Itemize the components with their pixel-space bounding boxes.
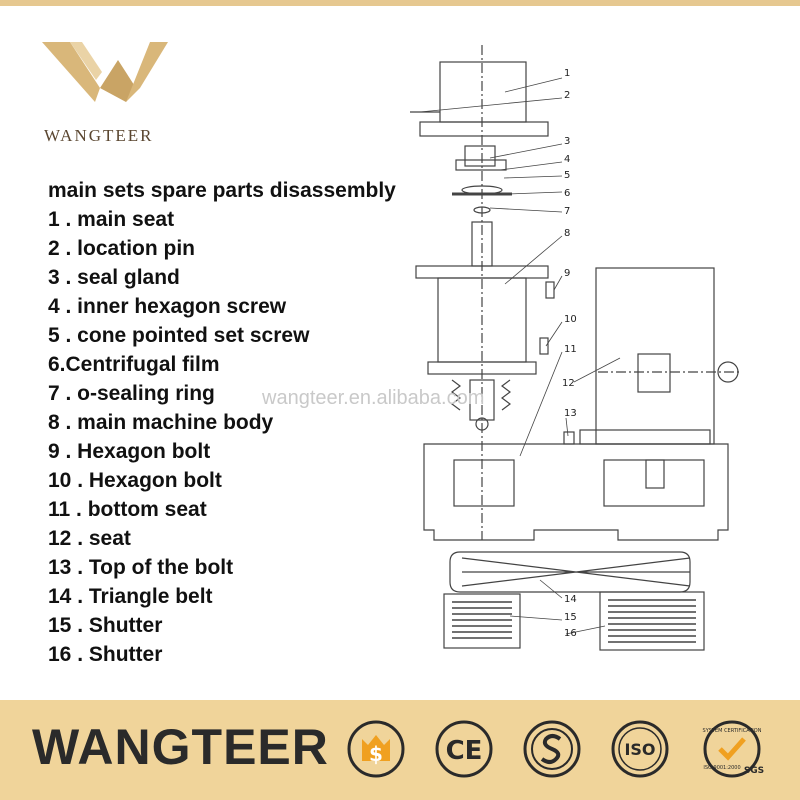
callout-5: 5 (564, 170, 570, 181)
machine-diagram: 1 2 3 4 5 6 7 8 9 10 11 12 13 14 15 16 (410, 45, 740, 651)
main-seat-shape (439, 61, 527, 123)
part-item: 16 . Shutter (48, 643, 163, 666)
iso-mark-icon: ISO (611, 720, 669, 778)
sgs-certification-icon: SYSTEM CERTIFICATION ISO 9001:2000 SGS (703, 720, 764, 778)
hexagon-bolt-10 (539, 337, 549, 355)
part-item: 7 . o-sealing ring (48, 382, 215, 405)
callout-9: 9 (564, 268, 570, 279)
spring-left (451, 379, 461, 411)
ce-label: CE (446, 736, 483, 766)
spring-right (501, 379, 511, 411)
sgs-bottom-label: ISO 9001:2000 (703, 765, 740, 771)
svg-text:$: $ (369, 742, 383, 766)
callout-7: 7 (564, 206, 570, 217)
callout-12: 12 (562, 378, 575, 389)
callout-8: 8 (564, 228, 570, 239)
part-item: 2 . location pin (48, 237, 196, 260)
part-item: 14 . Triangle belt (48, 585, 213, 608)
shutter-16-shape (599, 591, 705, 651)
callout-4: 4 (564, 154, 570, 165)
part-item: 12 . seat (48, 527, 131, 550)
logo-wordmark: WANGTEER (44, 126, 154, 145)
motor-seat-shape (595, 267, 715, 445)
callout-16: 16 (564, 628, 577, 639)
callout-11: 11 (564, 344, 577, 355)
parts-list-title: main sets spare parts disassembly (48, 179, 396, 202)
iso-label: ISO (624, 740, 655, 759)
top-of-bolt-13 (563, 431, 575, 445)
part-item: 9 . Hexagon bolt (48, 440, 211, 463)
callout-13: 13 (564, 408, 577, 419)
callout-6: 6 (564, 188, 570, 199)
callout-1: 1 (564, 68, 570, 79)
part-item: 3 . seal gland (48, 266, 180, 289)
hexagon-bolt-9 (545, 281, 555, 299)
callout-10: 10 (564, 314, 577, 325)
part-item: 15 . Shutter (48, 614, 163, 637)
part-item: 10 . Hexagon bolt (48, 469, 222, 492)
ce-mark-icon: CE (435, 720, 493, 778)
part-item: 8 . main machine body (48, 411, 274, 434)
callout-14: 14 (564, 594, 577, 605)
part-item: 5 . cone pointed set screw (48, 324, 310, 347)
parts-list: main sets spare parts disassembly 1 . ma… (48, 176, 448, 669)
main-seat-flange (419, 121, 549, 137)
bottom-seat-shape (423, 443, 729, 541)
callout-2: 2 (564, 90, 570, 101)
footer-banner: WANGTEER $ CE ISO SYSTEM CERTIFICATION I… (0, 700, 800, 800)
part-item: 6.Centrifugal film (48, 353, 220, 376)
wangteer-logo-icon (42, 42, 168, 102)
footer-brand: WANGTEER (32, 719, 329, 775)
callout-15: 15 (564, 612, 577, 623)
part-item: 1 . main seat (48, 208, 175, 231)
part-item: 4 . inner hexagon screw (48, 295, 287, 318)
seal-gland-shape (464, 145, 496, 167)
watermark: wangteer.en.alibaba.com (262, 387, 485, 409)
sgs-label: SGS (744, 766, 764, 776)
part-item: 11 . bottom seat (48, 498, 207, 521)
quality-s-icon (523, 720, 581, 778)
shutter-15-shape (443, 593, 521, 649)
dollar-badge-icon: $ (347, 720, 405, 778)
part-item: 13 . Top of the bolt (48, 556, 234, 579)
callout-3: 3 (564, 136, 570, 147)
top-border (0, 0, 800, 6)
sgs-top-label: SYSTEM CERTIFICATION (703, 728, 762, 734)
